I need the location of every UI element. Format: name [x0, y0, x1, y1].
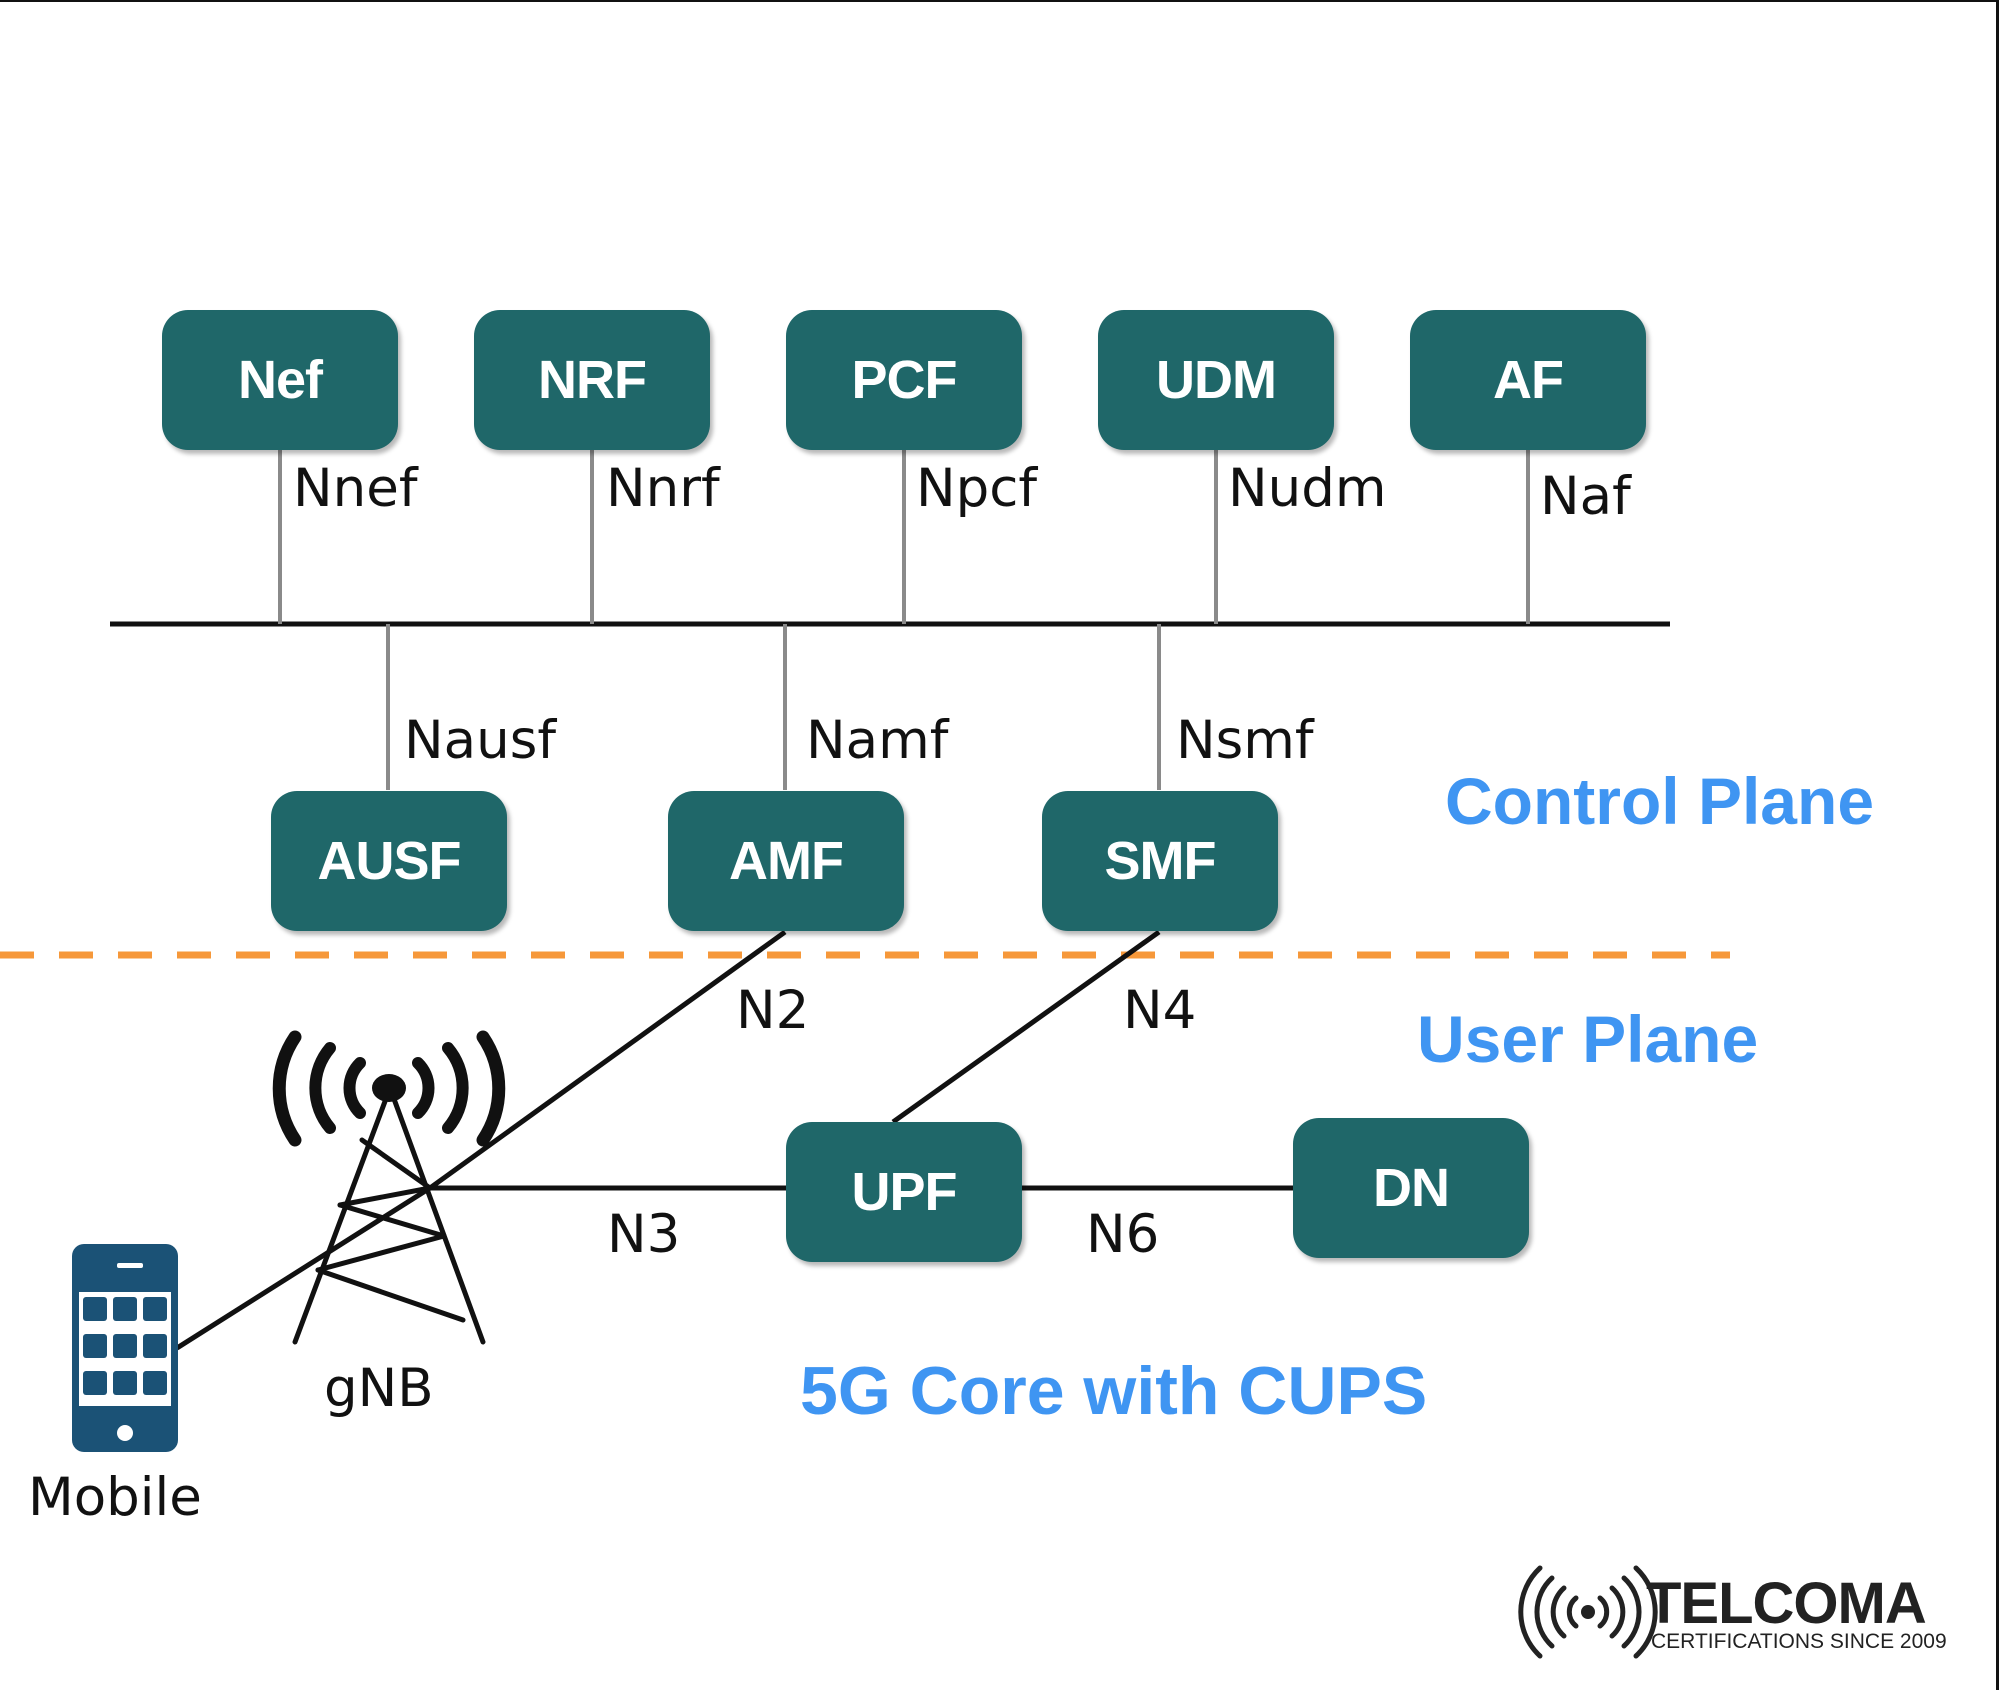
n2-label: N2 [736, 980, 810, 1041]
mobile-gnb-link [175, 1185, 432, 1351]
gnb-tower-icon [292, 1085, 486, 1345]
smf-node: SMF [1042, 791, 1278, 931]
n2-link [428, 929, 787, 1191]
n4-label: N4 [1123, 980, 1197, 1041]
nnrf-label: Nnrf [606, 458, 720, 519]
nausf-label: Nausf [404, 710, 556, 771]
telcoma-logo-name: TELCOMA [1646, 1571, 1927, 1636]
amf-node: AMF [668, 791, 904, 931]
telcoma-logo-tagline: CERTIFICATIONS SINCE 2009 [1651, 1630, 1947, 1653]
naf-label: Naf [1540, 466, 1631, 527]
dn-node: DN [1293, 1118, 1529, 1258]
nnef-label: Nnef [293, 458, 418, 519]
mobile-label: Mobile [28, 1467, 202, 1528]
udm-node: UDM [1098, 310, 1334, 450]
nef-node: Nef [162, 310, 398, 450]
mobile-phone-icon [72, 1244, 178, 1452]
namf-label: Namf [806, 710, 949, 771]
control-plane-label: Control Plane [1445, 764, 1875, 838]
af-node: AF [1410, 310, 1646, 450]
gnb-label: gNB [324, 1358, 434, 1419]
n3-label: N3 [607, 1204, 681, 1265]
user-plane-label: User Plane [1417, 1002, 1759, 1076]
ausf-node: AUSF [271, 791, 507, 931]
upf-node: UPF [786, 1122, 1022, 1262]
n4-link [891, 929, 1161, 1125]
frame-border-top [0, 0, 1999, 2]
nrf-node: NRF [474, 310, 710, 450]
gnb-signal-icon [272, 1030, 506, 1147]
nsmf-label: Nsmf [1176, 710, 1314, 771]
nudm-label: Nudm [1228, 458, 1387, 519]
frame-border-right [1996, 0, 1999, 1690]
diagram-caption: 5G Core with CUPS [800, 1353, 1428, 1429]
telcoma-logo-icon [1518, 1565, 1658, 1659]
npcf-label: Npcf [916, 458, 1038, 519]
n6-label: N6 [1086, 1204, 1160, 1265]
pcf-node: PCF [786, 310, 1022, 450]
